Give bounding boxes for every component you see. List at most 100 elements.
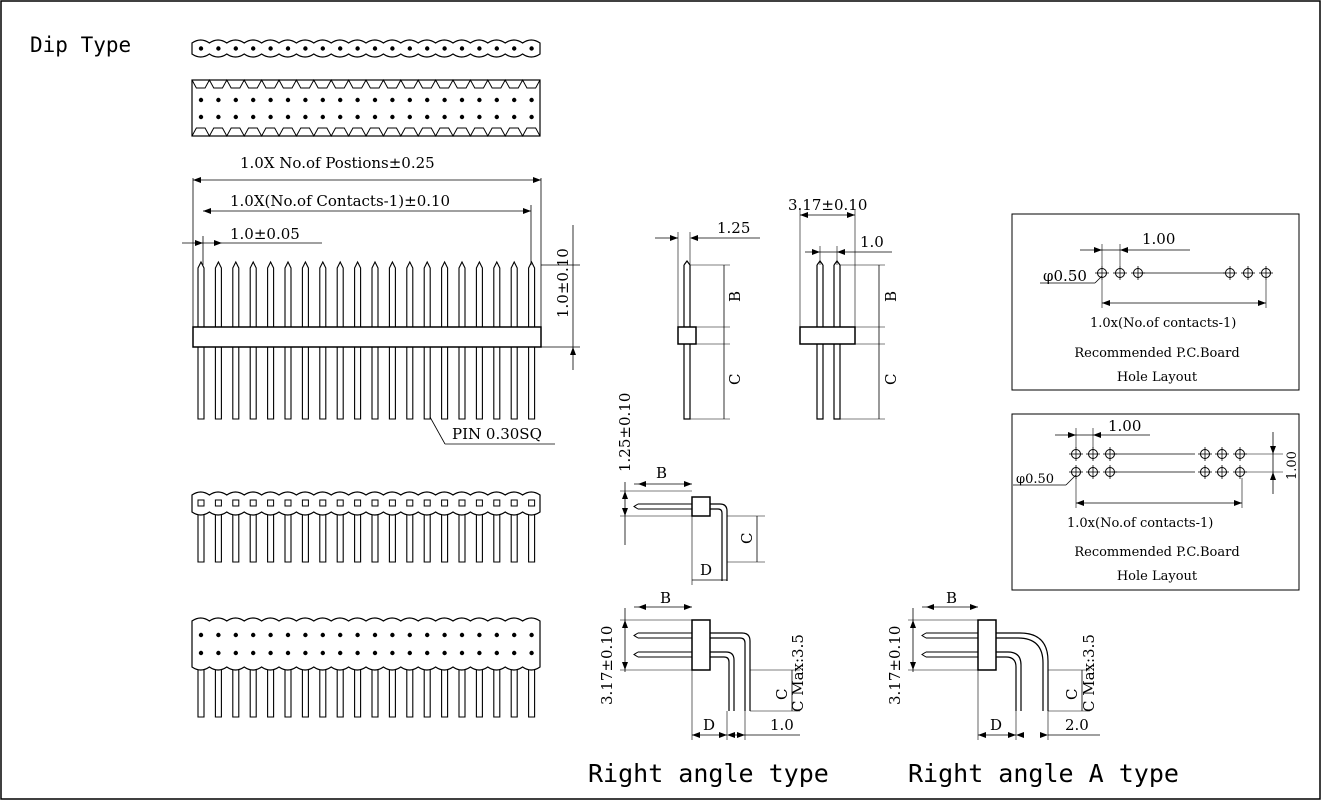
contact-dot [198,650,204,656]
contact-pad [354,499,362,507]
contact-dot [338,650,343,656]
pin [214,515,222,563]
contact-dot [512,114,517,120]
pcb2-caption-1: Recommended P.C.Board [1074,545,1239,560]
pcb2-caption-2: Hole Layout [1117,569,1198,584]
contact-dot [442,650,447,656]
contact-pad [267,499,275,507]
pin [267,260,275,420]
contact-dot [216,46,221,51]
contact-dot [338,97,343,103]
side-width-dim: 3.17±0.10 [788,196,867,214]
pin [232,515,240,563]
contact-dot [494,97,499,103]
pin [301,515,309,563]
ra-single-b: B [656,464,667,482]
contact-dot [407,97,412,103]
pcb2-hole-dia: φ0.50 [1016,472,1054,487]
top-view-double-row [191,78,541,138]
contact-dot [512,46,517,51]
contact-dot [355,114,360,120]
contact-dot [477,46,482,51]
ra-double-d: D [703,716,715,734]
contact-dot [251,46,256,51]
contacts-span-dim: 1.0X(No.of Contacts-1)±0.10 [230,192,450,210]
contact-dot [477,632,482,638]
pin [458,260,466,420]
contact-pad [301,499,309,507]
contact-dot [268,97,273,103]
contact-pad [319,499,327,507]
contact-dot [233,632,238,638]
pin [214,670,222,718]
ra-double-cmax: C Max:3.5 [789,634,807,712]
contact-dot [494,114,499,120]
contact-dot [425,632,430,638]
raa-double-b: B [946,589,957,607]
pcb1-caption-2: Hole Layout [1117,370,1198,385]
right-angle-a-double: 3.17±0.10 B C C Max:3.5 D 2.0 [886,589,1100,740]
contact-dot [372,650,378,656]
pin [354,670,362,718]
contact-pad [336,499,344,507]
contact-dot [372,632,378,638]
contact-dot [355,650,360,656]
contact-dot [407,114,412,120]
pcb2-pitch: 1.00 [1108,417,1141,435]
pin [336,515,344,563]
contact-dot [268,632,273,638]
contact-pad [406,499,414,507]
pcb1-hole-dia: φ0.50 [1043,267,1087,285]
contact-dot [459,632,465,638]
contact-dot [338,46,343,51]
contact-pad [510,499,518,507]
contact-dot [303,97,308,103]
contact-dot [529,97,534,103]
contact-dot [320,650,325,656]
contact-dot [529,46,534,51]
right-angle-type-caption: Right angle type [588,759,829,788]
pcb-layout-2: 1.00 1.00 φ0.50 1.0x(No.of contacts-1) R… [1011,413,1300,591]
contact-pad [528,499,536,507]
raa-double-height: 3.17±0.10 [886,626,904,705]
pin [475,260,483,420]
pin [267,670,275,718]
contact-dot [198,632,204,638]
contact-dot [320,97,325,103]
contact-dot [459,97,465,103]
pcb1-span: 1.0x(No.of contacts-1) [1090,316,1236,331]
pin [388,670,396,718]
dim-c-label-2: C [882,374,900,385]
pcb2-span: 1.0x(No.of contacts-1) [1067,516,1213,531]
contact-dot [285,632,291,638]
pin [371,515,379,563]
contact-dot [355,632,360,638]
pin [301,670,309,718]
front-view-pins: 1.0X No.of Postions±0.25 1.0X(No.of Cont… [182,154,580,445]
contact-pad [493,499,501,507]
pcb-layout-1: 1.00 φ0.50 1.0x(No.of contacts-1) Recomm… [1011,213,1300,391]
pin [319,260,327,420]
contact-dot [390,46,395,51]
single-row-header [191,491,541,563]
contact-dot [233,650,238,656]
pin [249,260,257,420]
pin [284,515,292,563]
raa-lead-2: 2.0 [1065,716,1089,734]
contact-dot [512,650,517,656]
contact-dot [216,114,221,120]
double-row-header [191,617,541,718]
pin [197,670,205,718]
side-pitch-dim: 1.0 [860,233,884,251]
contact-dot [198,97,204,103]
contact-dot [372,97,378,103]
contact-pad [441,499,449,507]
right-angle-a-type-caption: Right angle A type [908,759,1179,788]
pcb1-caption-1: Recommended P.C.Board [1074,346,1239,361]
pin [406,515,414,563]
contact-dot [407,632,412,638]
contact-dot [338,632,343,638]
pin [441,260,449,420]
pcb1-pitch: 1.00 [1142,230,1175,248]
